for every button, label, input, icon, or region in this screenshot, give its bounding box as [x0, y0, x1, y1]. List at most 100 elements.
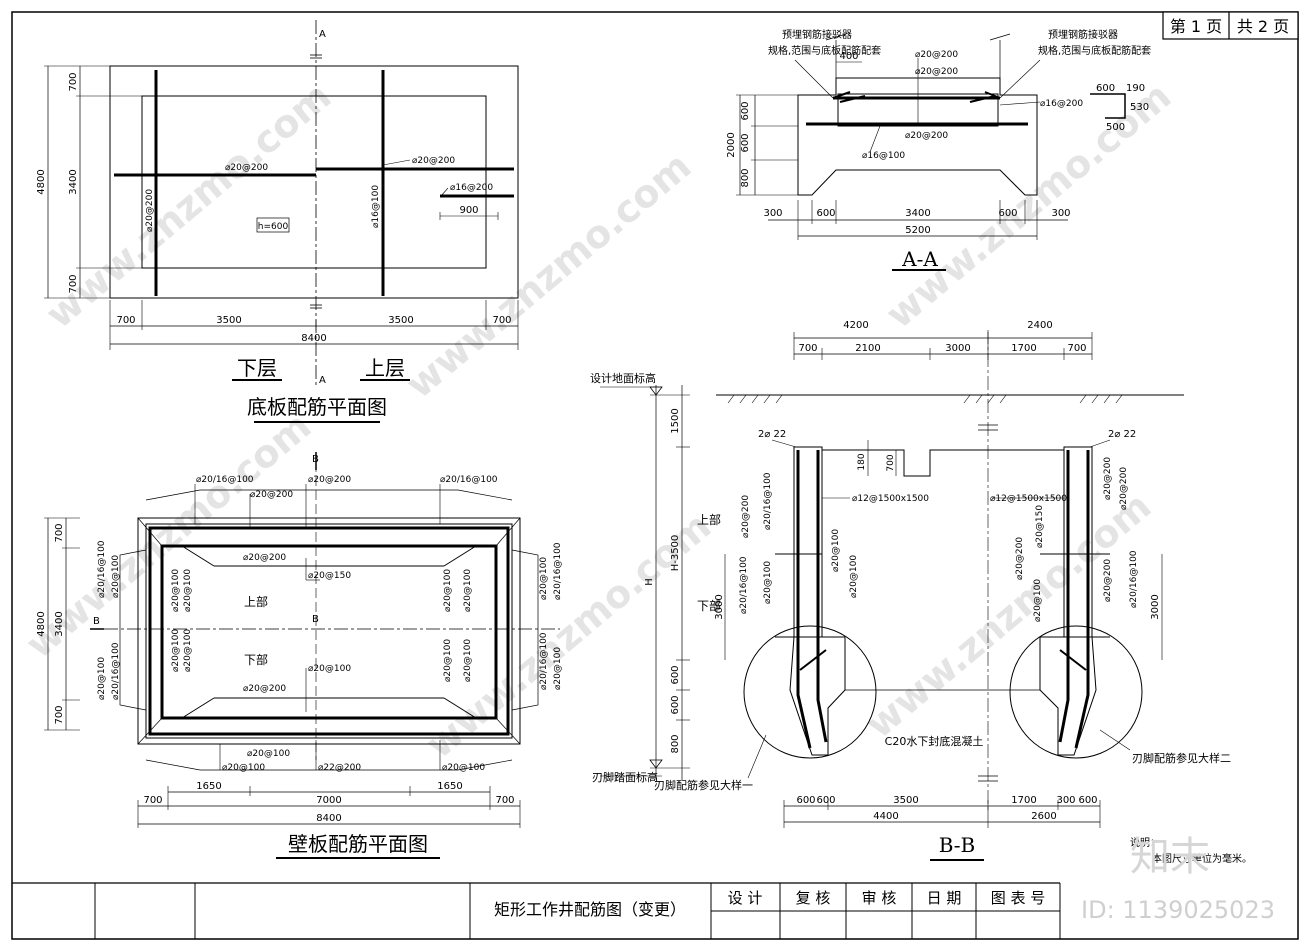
dim-label: 300 — [1056, 795, 1075, 806]
rebar-label: ⌀20@100 — [97, 657, 107, 700]
rebar-label: ⌀20/16@100 — [739, 556, 749, 614]
rebar-label: ⌀12@1500x1500 — [852, 494, 929, 504]
rebar-label: ⌀20/16@100 — [440, 475, 498, 485]
section-a-a-text: 预埋钢筋接驳器 规格,范围与底板配筋配套 预埋钢筋接驳器 规格,范围与底板配筋配… — [726, 28, 1151, 271]
dim-label: 3500 — [216, 315, 241, 326]
hook-dim: 600 — [1096, 83, 1115, 94]
rebar-label: ⌀20/16@100 — [196, 475, 254, 485]
dim-label: 5200 — [905, 225, 930, 236]
dim-label: 600 — [740, 133, 751, 152]
dim-label: 1700 — [1011, 795, 1036, 806]
upper-part-label: 上部 — [244, 594, 268, 609]
section-a-a-title: A-A — [901, 247, 938, 271]
lower-part-label: 下部 — [244, 652, 268, 667]
dim-label: 7000 — [316, 795, 341, 806]
rebar-label: ⌀20/16@100 — [97, 540, 107, 598]
rebar-label: ⌀20@100 — [183, 569, 193, 612]
rebar-label: ⌀12@1500x1500 — [990, 494, 1067, 504]
rebar-label: ⌀20/16@100 — [1129, 550, 1139, 608]
section-a-a — [736, 33, 1126, 271]
base-slab-plan — [44, 20, 519, 423]
rebar-label: ⌀20@100 — [171, 629, 181, 672]
dim-label: 600 — [998, 208, 1017, 219]
dim-label: 600 — [1078, 795, 1097, 806]
dim-label: 3000 — [945, 343, 970, 354]
rebar-label: ⌀20@200 — [250, 490, 293, 500]
section-mark-a-bottom: A — [319, 375, 326, 386]
dim-label: 700 — [495, 795, 514, 806]
dim-label: 600 — [740, 101, 751, 120]
rebar-label: ⌀16@200 — [450, 183, 493, 193]
dim-label: 800 — [670, 734, 681, 753]
dim-label: H-3500 — [670, 535, 681, 572]
brand-watermark: 知末 ID: 1139025023 — [1081, 834, 1275, 924]
rebar-label: ⌀20@150 — [308, 571, 351, 581]
rebar-label: ⌀20@200 — [905, 131, 948, 141]
section-b-b-text: 设计地面标高 刃脚踏面标高 4200 2400 700 2100 3000 17… — [590, 320, 1252, 865]
dim-label: 700 — [54, 523, 65, 542]
dim-label: 700 — [54, 705, 65, 724]
rebar-label: ⌀20@200 — [243, 553, 286, 563]
wall-plan-text: B B B ⌀20/16@100 ⌀20@200 ⌀20@200 ⌀20/16@… — [36, 454, 563, 856]
rebar-label: ⌀20@100 — [222, 763, 265, 773]
ground-level-label: 设计地面标高 — [590, 371, 656, 385]
rebar-label: ⌀20/16@100 — [763, 472, 773, 530]
hook-dim: 190 — [1126, 83, 1145, 94]
note-text: 本图尺寸单位为毫米。 — [1152, 852, 1252, 865]
dim-label: 4800 — [36, 611, 47, 636]
rebar-label: ⌀20@200 — [243, 684, 286, 694]
dim-label: 2400 — [1027, 320, 1052, 331]
rebar-label: ⌀20@100 — [463, 569, 473, 612]
rebar-label: ⌀20@100 — [171, 569, 181, 612]
rebar-label: ⌀20@150 — [1035, 505, 1045, 548]
rebar-label: 2⌀ 22 — [758, 429, 786, 440]
page-current: 第 1 页 — [1170, 17, 1222, 36]
dim-label: 1650 — [437, 781, 462, 792]
note-left-2: 规格,范围与底板配筋配套 — [768, 44, 881, 57]
section-mark-b: B — [312, 614, 319, 625]
dim-label: 1700 — [1011, 343, 1036, 354]
rebar-label: ⌀20@200 — [915, 50, 958, 60]
rebar-label: ⌀20@100 — [831, 529, 841, 572]
rebar-label: ⌀20@100 — [763, 561, 773, 604]
sheet-border — [11, 11, 1299, 940]
dim-label: 700 — [68, 72, 79, 91]
dim-label: 800 — [740, 168, 751, 187]
dim-label: H — [644, 578, 655, 586]
section-mark-a-top: A — [319, 29, 326, 40]
dim-label: 3500 — [388, 315, 413, 326]
lower-part-label: 下部 — [697, 598, 721, 613]
dim-label: 2100 — [855, 343, 880, 354]
base-slab-plan-text: A A ⌀20@200 ⌀20@200 ⌀20@200 ⌀16@200 ⌀16@… — [36, 29, 512, 419]
dim-label: 8400 — [316, 813, 341, 824]
page-total: 共 2 页 — [1237, 17, 1289, 36]
upper-part-label: 上部 — [697, 512, 721, 527]
rebar-label: ⌀20@100 — [539, 557, 549, 600]
date-label: 日 期 — [927, 889, 962, 907]
note-right-1: 预埋钢筋接驳器 — [1048, 28, 1118, 41]
dim-label: 700 — [886, 454, 896, 471]
rebar-label: ⌀20@100 — [849, 555, 859, 598]
rebar-label: ⌀20/16@100 — [553, 542, 563, 600]
dim-label: 600 — [816, 208, 835, 219]
rebar-label: ⌀20@100 — [442, 763, 485, 773]
dim-label: 700 — [68, 274, 79, 293]
rebar-label: ⌀20@100 — [247, 749, 290, 759]
note-heading: 说明： — [1130, 836, 1160, 849]
rebar-label: ⌀20@200 — [412, 156, 455, 166]
section-mark-b: B — [93, 616, 100, 627]
dim-label: 4200 — [843, 320, 868, 331]
blade-level-label: 刃脚踏面标高 — [592, 770, 658, 784]
rebar-label: ⌀20@200 — [308, 475, 351, 485]
rebar-label: ⌀16@200 — [1040, 99, 1083, 109]
dim-label: 180 — [857, 453, 867, 470]
lower-layer-label: 下层 — [237, 356, 277, 380]
rebar-label: ⌀20@100 — [443, 639, 453, 682]
slab-thickness-label: h=600 — [258, 222, 289, 232]
dim-label: 2000 — [726, 132, 737, 157]
dim-label: 3000 — [714, 594, 725, 619]
concrete-label: C20水下封底混凝土 — [885, 734, 984, 748]
rebar-label: ⌀20@200 — [1103, 559, 1113, 602]
upper-layer-label: 上层 — [365, 356, 405, 380]
dim-label: 600 — [796, 795, 815, 806]
